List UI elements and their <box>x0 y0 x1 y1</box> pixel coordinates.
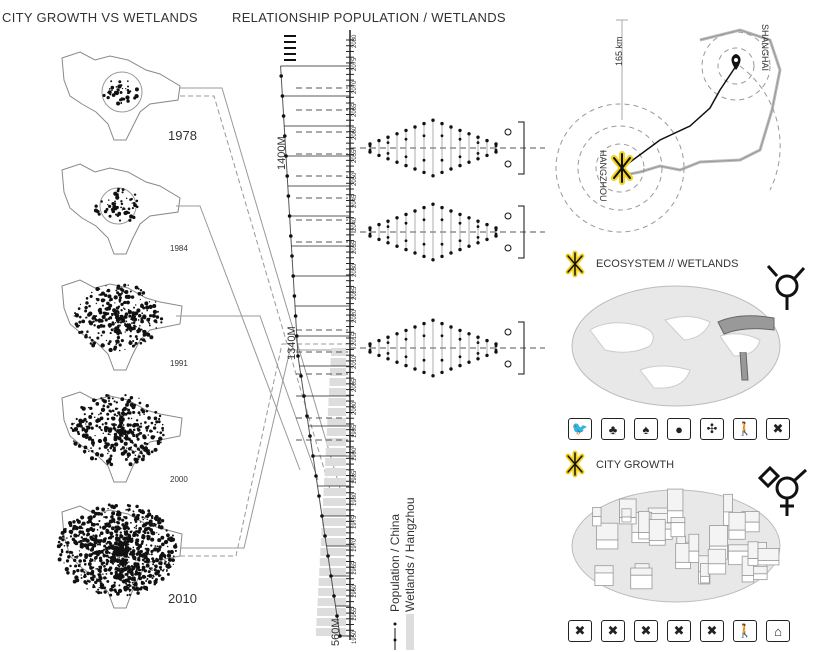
time-axis-ticks <box>346 39 354 637</box>
ecosystem-section-title: ECOSYSTEM // WETLANDS <box>596 258 739 270</box>
city-label-shanghai: SHANGHAI <box>760 24 770 72</box>
wetlands-bars <box>316 348 346 636</box>
year-tick-label: 2040 <box>352 218 358 232</box>
population-label-mid: 1340M <box>286 326 298 360</box>
year-tick-label: 2060 <box>352 126 358 140</box>
distance-label: 165 km <box>614 36 624 66</box>
gender-nature-symbol-icon <box>766 264 806 310</box>
crossed-drop-icon: ✖ <box>667 620 691 642</box>
shanghai-pin-icon <box>731 54 741 70</box>
guide-lines <box>296 65 545 441</box>
frog-icon: ✣ <box>700 418 724 440</box>
leaf-icon: ♠ <box>634 418 658 440</box>
year-tick-label: 2065 <box>352 103 358 117</box>
crossed-insect-icon: ✖ <box>766 418 790 440</box>
crossed-frog-icon: ✖ <box>700 620 724 642</box>
year-tick-label: 2050 <box>352 172 358 186</box>
city-growth-section-title: CITY GROWTH <box>596 459 675 471</box>
city-map-2000 <box>61 391 183 483</box>
left-section-title: CITY GROWTH VS WETLANDS <box>2 10 198 25</box>
year-tick-label: 1980 <box>352 493 358 507</box>
gender-city-symbol-icon <box>757 465 808 516</box>
year-tick-label: 2055 <box>352 149 358 163</box>
city-growth-star-icon <box>565 450 585 478</box>
map-year-label: 1991 <box>170 359 188 368</box>
diamond-clusters <box>368 118 525 378</box>
year-tick-label: 1975 <box>352 516 358 530</box>
city-growth-view <box>571 488 781 603</box>
drop-icon: ● <box>667 418 691 440</box>
spring-symbol <box>284 35 296 61</box>
house-icon: ⌂ <box>766 620 790 642</box>
year-tick-label: 1955 <box>352 607 358 622</box>
tree-icon: ♣ <box>601 418 625 440</box>
year-tick-label: 2005 <box>352 378 358 392</box>
population-label-top: 1400M <box>276 136 288 170</box>
ecosystem-star-icon <box>565 250 585 278</box>
city-map-1984 <box>61 163 181 255</box>
population-label-bottom: 560M <box>330 618 342 646</box>
year-tick-label: 1995 <box>352 424 358 438</box>
year-tick-label: 1985 <box>352 470 358 484</box>
year-tick-label: 1960 <box>352 584 358 599</box>
middle-section-title: RELATIONSHIP POPULATION / WETLANDS <box>232 10 506 25</box>
route-line <box>621 65 737 169</box>
population-curve <box>279 65 350 638</box>
year-tick-label: 2020 <box>352 309 358 324</box>
year-tick-label: 1965 <box>352 561 358 576</box>
city-map-1978 <box>61 51 181 141</box>
map-connectors <box>176 87 346 557</box>
year-tick-label: 2000 <box>352 401 358 415</box>
year-tick-label: 2080 <box>352 34 358 48</box>
urban-area-dots <box>56 80 178 597</box>
map-year-label: 2000 <box>170 475 188 484</box>
year-tick-label: 1970 <box>352 538 358 553</box>
bird-icon: 🐦 <box>568 418 592 440</box>
city-label-hangzhou: HANGZHOU <box>598 150 608 202</box>
walker-icon: 🚶 <box>733 418 757 440</box>
walker-icon: 🚶 <box>733 620 757 642</box>
crossed-bird-icon: ✖ <box>568 620 592 642</box>
year-tick-label: 2010 <box>352 355 358 369</box>
year-tick-label: 1990 <box>352 447 358 461</box>
location-map <box>555 19 782 233</box>
year-tick-label: 2025 <box>352 286 358 301</box>
legend-wetlands: Wetlands / Hangzhou <box>403 497 417 612</box>
year-tick-label: 1950 <box>352 630 358 644</box>
map-year-label: 1978 <box>168 128 197 143</box>
crossed-tree-icon: ✖ <box>601 620 625 642</box>
year-tick-label: 2045 <box>352 195 358 209</box>
year-tick-label: 2030 <box>352 263 358 278</box>
year-tick-label: 2035 <box>352 240 358 255</box>
legend-population: Population / China <box>388 513 402 612</box>
wetlands-ecosystem-view <box>571 285 781 407</box>
year-tick-label: 2070 <box>352 80 358 94</box>
map-year-label: 1984 <box>170 244 188 253</box>
crossed-leaf-icon: ✖ <box>634 620 658 642</box>
year-tick-label: 2015 <box>352 332 358 346</box>
hangzhou-star-icon <box>611 151 633 185</box>
map-year-label: 2010 <box>168 591 197 606</box>
year-tick-label: 2075 <box>352 57 358 71</box>
